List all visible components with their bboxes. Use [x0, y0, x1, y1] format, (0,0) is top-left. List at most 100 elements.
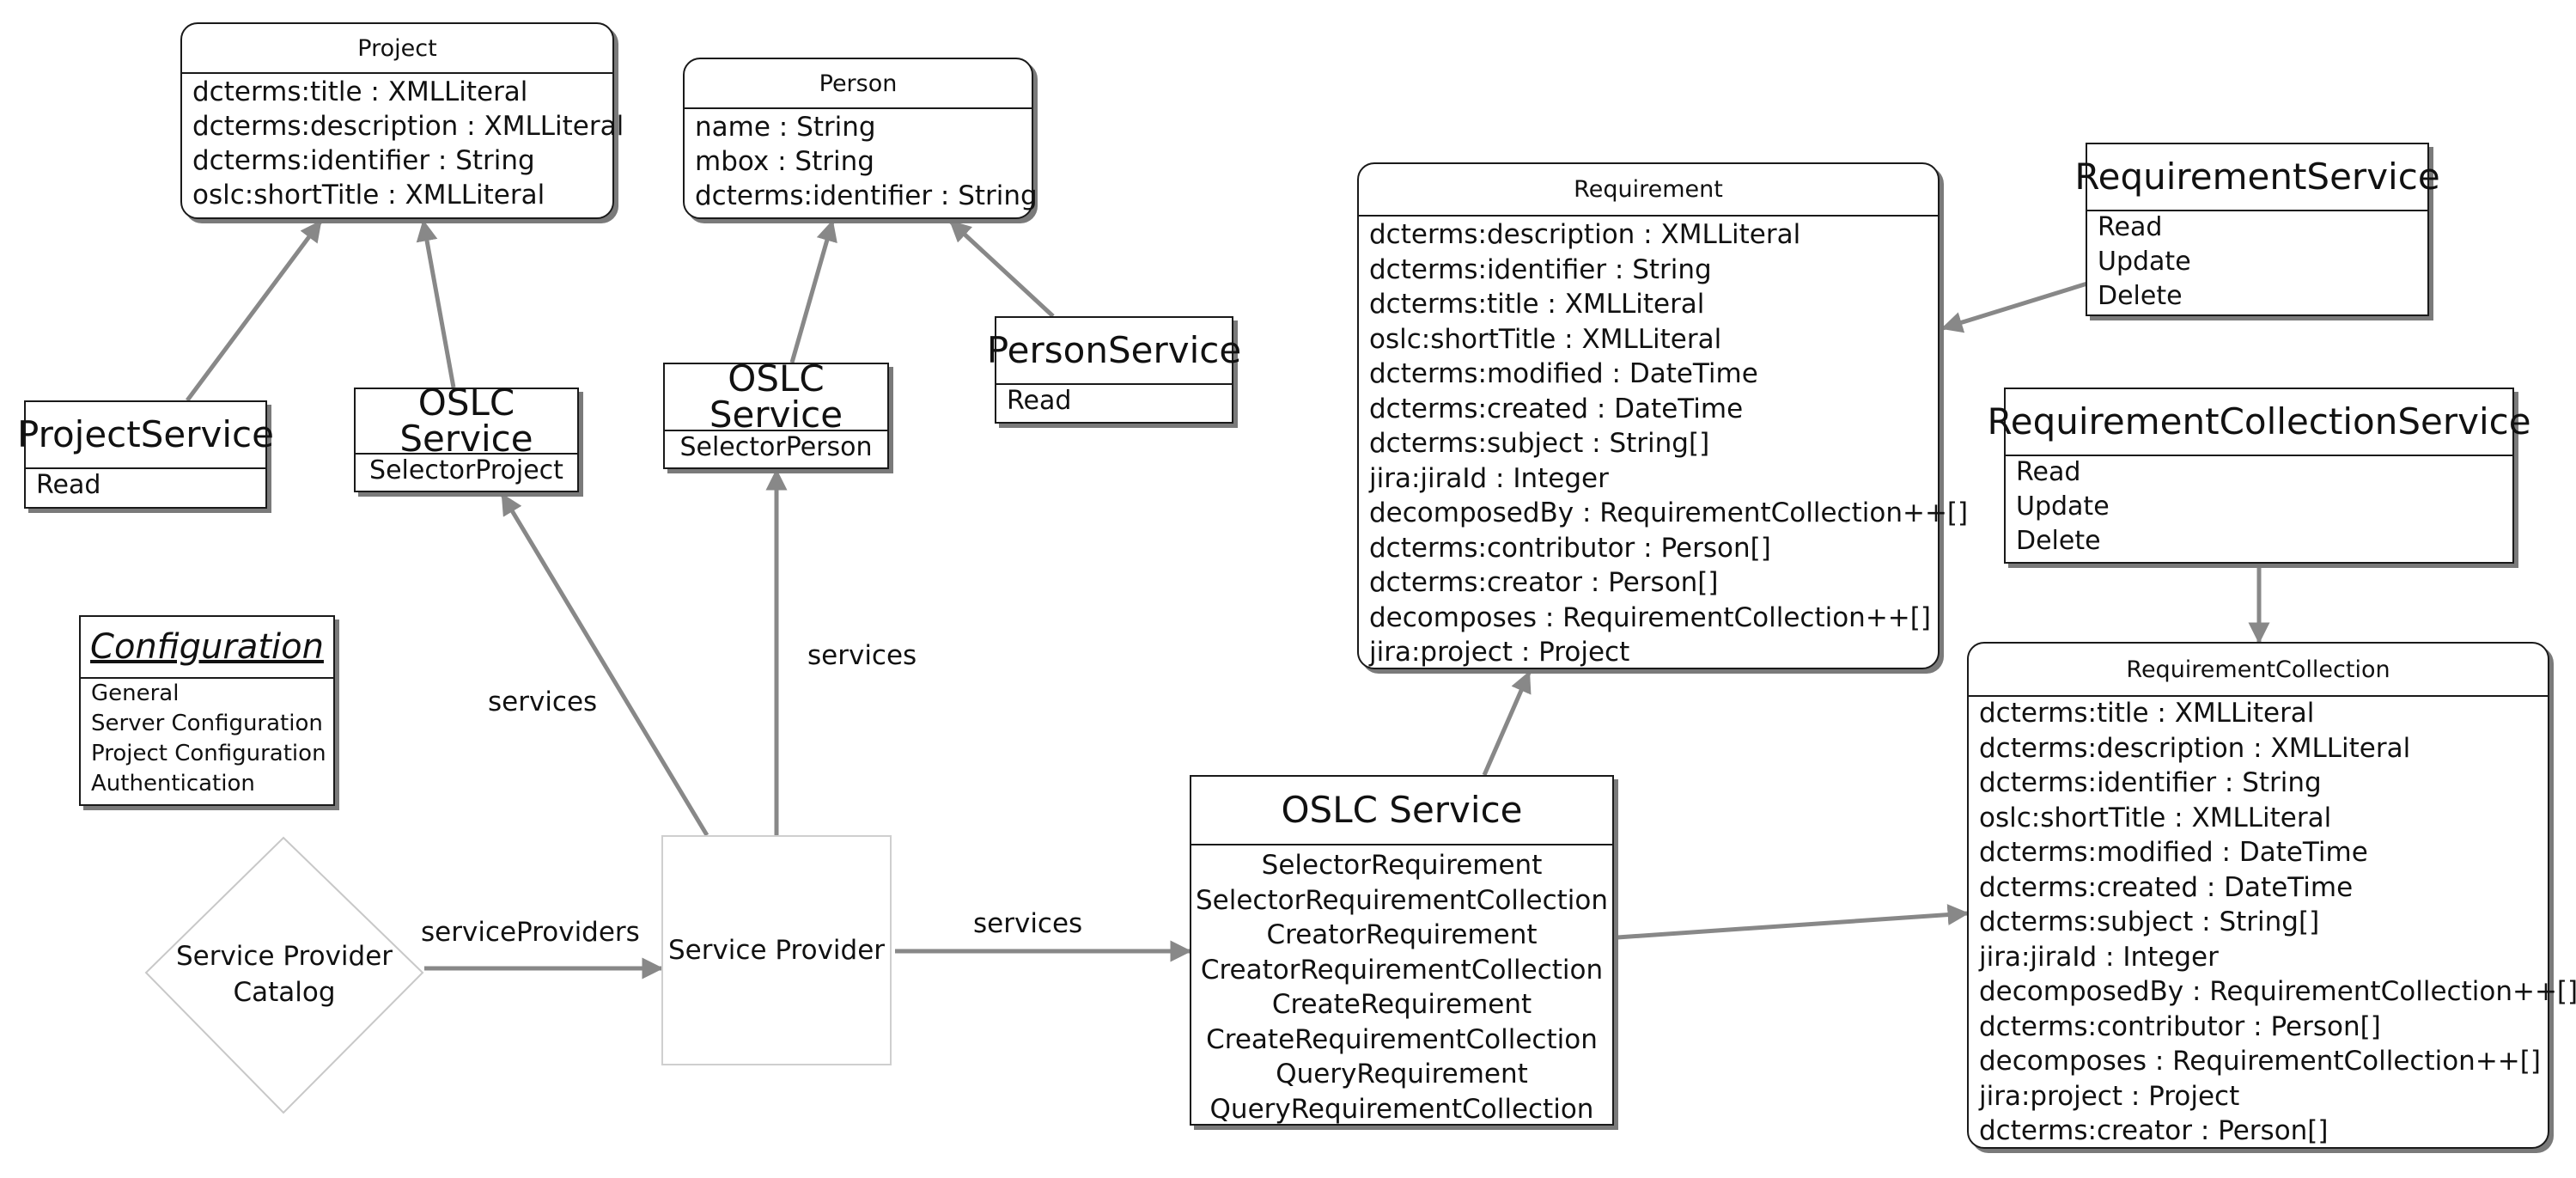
service-provider-catalog-diamond — [144, 836, 424, 1114]
configuration-panel[interactable]: Configuration General Server Configurati… — [79, 615, 335, 806]
operation: Read — [2098, 212, 2163, 242]
oslc-service-requirement-operations: SelectorRequirement SelectorRequirementC… — [1191, 845, 1612, 1136]
service-provider[interactable]: Service Provider — [661, 835, 892, 1065]
person-class-title: Person — [685, 59, 1032, 109]
oslc-service-person-title: OSLC Service — [665, 361, 887, 433]
attribute: dcterms:contributor : Person[] — [1369, 532, 1771, 564]
project-class[interactable]: Project dcterms:title : XMLLiteral dcter… — [180, 22, 624, 220]
edge-personservice-to-person — [949, 220, 1055, 318]
oslc-service-requirement[interactable]: OSLC Service SelectorRequirement Selecto… — [1190, 775, 1614, 1126]
edge-provider-to-oslcproject — [500, 492, 709, 837]
configuration-item-server[interactable]: Server Configuration — [91, 711, 323, 736]
operation: Read — [2016, 457, 2081, 487]
operation: Read — [1007, 386, 1072, 416]
attribute: jira:project : Project — [1979, 1080, 2240, 1112]
project-class-title: Project — [182, 24, 612, 74]
attribute: dcterms:subject : String[] — [1369, 428, 1710, 459]
requirement-service-operations: Read Update Delete — [2087, 211, 2427, 321]
catalog-label-line1: Service Provider — [175, 941, 393, 973]
service-provider-label: Service Provider — [667, 935, 886, 966]
operation: QueryRequirementCollection — [1209, 1093, 1594, 1125]
person-service[interactable]: PersonService Read — [987, 316, 1241, 424]
attribute: dcterms:description : XMLLiteral — [192, 111, 624, 142]
operation: Delete — [2098, 281, 2183, 311]
operation: Delete — [2016, 526, 2101, 556]
attribute: dcterms:modified : DateTime — [1979, 837, 2368, 868]
oslc-service-requirement-title: OSLC Service — [1191, 777, 1612, 845]
operation: Update — [2098, 247, 2191, 277]
person-class-attributes: name : String mbox : String dcterms:iden… — [685, 109, 1038, 221]
edge-oslcproject-to-project — [416, 219, 456, 388]
requirement-service[interactable]: RequirementService Read Update Delete — [2074, 143, 2440, 316]
operation: CreatorRequirement — [1266, 919, 1538, 950]
service-provider-catalog[interactable]: Service Provider Catalog — [146, 924, 423, 1027]
project-service-title: ProjectService — [17, 402, 274, 469]
operation: SelectorRequirementCollection — [1195, 884, 1609, 916]
operation: Read — [36, 470, 101, 500]
project-service-operations: Read — [26, 469, 265, 509]
attribute: dcterms:description : XMLLiteral — [1979, 732, 2411, 764]
configuration-item-general[interactable]: General — [91, 681, 180, 706]
attribute: name : String — [695, 112, 876, 143]
requirement-collection-class-attributes: dcterms:title : XMLLiteral dcterms:descr… — [1969, 697, 2576, 1157]
edge-oslcperson-to-person — [789, 219, 837, 363]
requirement-collection-service[interactable]: RequirementCollectionService Read Update… — [1987, 388, 2531, 564]
catalog-label-line2: Catalog — [233, 977, 336, 1008]
oslc-service-person[interactable]: OSLC Service SelectorPerson — [663, 361, 889, 469]
attribute: dcterms:modified : DateTime — [1369, 358, 1758, 389]
requirement-service-title: RequirementService — [2074, 144, 2440, 211]
edge-projectservice-to-project — [185, 219, 323, 402]
oslc-service-person-operations: SelectorPerson — [665, 431, 887, 473]
operation: QueryRequirement — [1276, 1059, 1528, 1089]
attribute: decomposedBy : RequirementCollection++[] — [1369, 497, 1969, 528]
requirement-class-title: Requirement — [1359, 164, 1938, 217]
edge-label-services-person: services — [807, 640, 917, 671]
edge-oslcrequirement-to-requirement — [1482, 670, 1532, 777]
attribute: dcterms:contributor : Person[] — [1979, 1010, 2381, 1042]
attribute: dcterms:identifier : String — [1979, 767, 2322, 798]
attribute: dcterms:created : DateTime — [1979, 871, 2354, 903]
project-service[interactable]: ProjectService Read — [17, 400, 274, 509]
requirement-class-attributes: dcterms:description : XMLLiteral dcterms… — [1359, 217, 1969, 678]
attribute: dcterms:identifier : String — [192, 145, 535, 176]
configuration-item-project[interactable]: Project Configuration — [91, 741, 326, 766]
person-service-operations: Read — [996, 385, 1232, 424]
configuration-items: General Server Configuration Project Con… — [81, 679, 333, 804]
attribute: decomposes : RequirementCollection++[] — [1369, 601, 1931, 633]
oslc-service-project-operations: SelectorProject — [356, 455, 577, 496]
person-class[interactable]: Person name : String mbox : String dcter… — [683, 58, 1038, 221]
edge-label-service-providers: serviceProviders — [421, 917, 640, 948]
operation: Update — [2016, 491, 2110, 522]
attribute: dcterms:title : XMLLiteral — [1369, 289, 1705, 320]
requirement-collection-service-title: RequirementCollectionService — [1987, 389, 2531, 456]
attribute: dcterms:description : XMLLiteral — [1369, 219, 1801, 250]
attribute: decomposes : RequirementCollection++[] — [1979, 1046, 2541, 1077]
operation: CreateRequirement — [1271, 989, 1532, 1020]
attribute: dcterms:title : XMLLiteral — [1979, 698, 2315, 729]
edge-requirementservice-to-requirement — [1940, 281, 2088, 333]
project-class-attributes: dcterms:title : XMLLiteral dcterms:descr… — [182, 74, 624, 220]
person-service-title: PersonService — [987, 318, 1241, 385]
attribute: dcterms:subject : String[] — [1979, 906, 2320, 937]
attribute: oslc:shortTitle : XMLLiteral — [1369, 323, 1722, 355]
edge-label-services-requirement: services — [973, 908, 1083, 939]
requirement-collection-class[interactable]: RequirementCollection dcterms:title : XM… — [1967, 642, 2576, 1149]
requirement-class[interactable]: Requirement dcterms:description : XMLLit… — [1357, 162, 1968, 669]
attribute: jira:project : Project — [1369, 637, 1630, 668]
operation: SelectorProject — [369, 455, 563, 485]
attribute: jira:jiraId : Integer — [1979, 941, 2219, 973]
attribute: dcterms:created : DateTime — [1369, 393, 1744, 424]
configuration-item-authentication[interactable]: Authentication — [91, 771, 255, 797]
oslc-service-project-title: OSLC Service — [356, 385, 577, 457]
attribute: dcterms:identifier : String — [695, 180, 1038, 211]
attribute: jira:jiraId : Integer — [1369, 462, 1609, 494]
operation: SelectorRequirement — [1261, 850, 1543, 881]
attribute: dcterms:title : XMLLiteral — [192, 76, 528, 107]
requirement-collection-class-title: RequirementCollection — [1969, 644, 2548, 697]
operation: SelectorPerson — [679, 432, 873, 462]
attribute: dcterms:identifier : String — [1369, 253, 1712, 285]
oslc-service-project[interactable]: OSLC Service SelectorProject — [354, 385, 579, 492]
operation: CreateRequirementCollection — [1206, 1023, 1598, 1055]
attribute: dcterms:creator : Person[] — [1979, 1115, 2329, 1146]
